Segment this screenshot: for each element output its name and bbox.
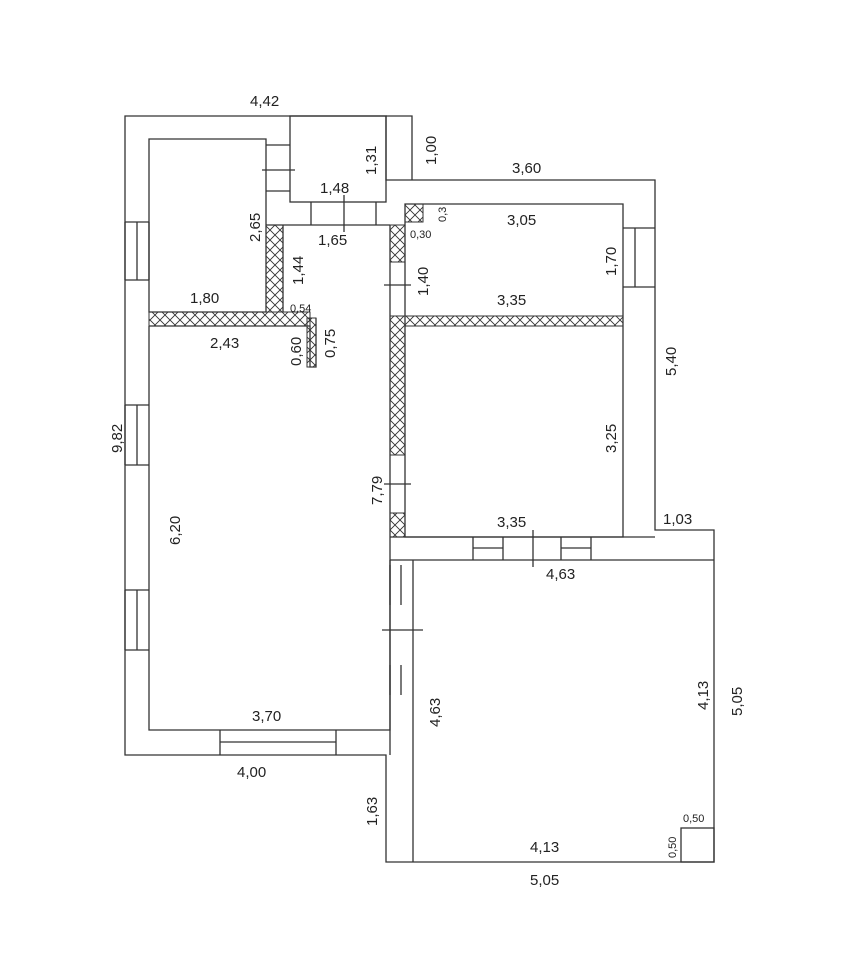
dim-right-step: 1,03: [663, 511, 692, 528]
dim-niche-width: 0,54: [290, 303, 311, 315]
dim-room2-bottom: 3,35: [497, 292, 526, 309]
windows: [124, 221, 655, 755]
dim-bottom-right: 5,05: [530, 872, 559, 889]
dim-room1-width: 1,80: [190, 290, 219, 307]
dim-bath-width: 1,48: [320, 180, 349, 197]
dim-upper-right-top: 3,60: [512, 160, 541, 177]
hatched-walls: [148, 203, 624, 538]
dim-room4-top: 4,63: [546, 566, 575, 583]
dim-kitchen-height: 6,20: [167, 516, 184, 545]
dim-hall-height: 1,44: [290, 256, 307, 285]
dim-corridor-length: 7,79: [369, 476, 386, 505]
dim-shaft-height: 0,3: [437, 207, 449, 222]
dim-right-lower: 5,05: [729, 687, 746, 716]
dim-room3-height: 3,25: [603, 424, 620, 453]
dim-room2-width: 3,05: [507, 212, 536, 229]
dim-room4-right: 4,13: [695, 681, 712, 710]
dim-room2-door: 1,40: [415, 267, 432, 296]
dim-niche-b: 0,75: [322, 329, 339, 358]
dim-top-total: 4,42: [250, 93, 279, 110]
dim-shaft-width: 0,30: [410, 229, 431, 241]
dim-kitchen-top: 2,43: [210, 335, 239, 352]
dim-bottom-step: 1,63: [364, 797, 381, 826]
dim-kitchen-width: 3,70: [252, 708, 281, 725]
dim-hall-width: 1,65: [318, 232, 347, 249]
dim-right-upper: 5,40: [663, 347, 680, 376]
dim-room4-bottom: 4,13: [530, 839, 559, 856]
dim-left-total: 9,82: [109, 424, 126, 453]
dim-column-height: 0,50: [667, 837, 679, 858]
dim-room2-height: 1,70: [603, 247, 620, 276]
dim-column-width: 0,50: [683, 813, 704, 825]
dim-room1-height: 2,65: [247, 213, 264, 242]
dim-bath-height: 1,31: [363, 146, 380, 175]
dim-bottom-left: 4,00: [237, 764, 266, 781]
dim-room3-bottom: 3,35: [497, 514, 526, 531]
doors: [262, 144, 592, 695]
dim-step: 1,00: [423, 136, 440, 165]
dim-niche-a: 0,60: [288, 337, 305, 366]
dim-room4-left: 4,63: [427, 698, 444, 727]
dimension-labels: 4,42 1,00 3,60 5,40 1,03 5,05 5,05 1,63 …: [109, 93, 746, 889]
